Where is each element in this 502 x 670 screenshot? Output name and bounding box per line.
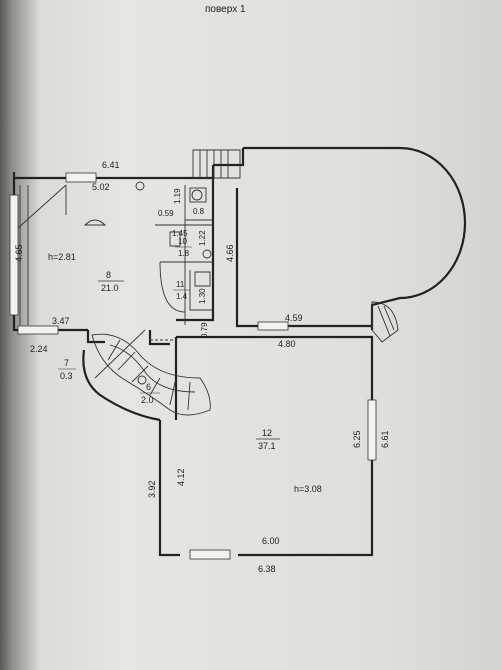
dim-top-left: 6.41: [102, 160, 120, 170]
interior-dimensions: 5.02 1.19 0.59 0.8 1.45 1.22 1.30 0.79 4…: [92, 182, 362, 546]
dim-bottom-left-b: 2.24: [30, 344, 48, 354]
room-11-area: 1.4: [176, 292, 188, 301]
dim-room12-left: 4.12: [176, 468, 186, 486]
room-labels: h=2.81 8 21.0 10 1.8 11 1.4 7 0.3 6 2.0 …: [48, 237, 322, 494]
room-12-number: 12: [262, 428, 272, 438]
dim-room12-right: 6.25: [352, 430, 362, 448]
dim-wall-gap: 0.79: [200, 322, 209, 338]
height-room8: h=2.81: [48, 252, 76, 262]
sink-icon: [169, 231, 181, 247]
entry-steps: [192, 149, 241, 179]
dim-wc-right: 0.8: [193, 207, 205, 216]
shower-drain-icon: [202, 249, 212, 259]
fixtures: [83, 181, 212, 287]
dim-closet-height: 1.30: [198, 288, 207, 304]
interior-walls: [17, 184, 213, 325]
boiler-icon: [194, 271, 211, 287]
toilet-icon: [191, 189, 203, 201]
room-8-area: 21.0: [101, 283, 119, 293]
dim-upper-mid: 4.59: [285, 313, 303, 323]
plan-title: поверх 1: [205, 4, 246, 15]
dim-bottom-outer: 6.38: [258, 564, 276, 574]
gas-meter-icon: [135, 181, 145, 191]
exterior-dimensions: 6.41 4.65 3.47 2.24 4.59 4.80 6.61 6.38 …: [14, 160, 390, 574]
room-6-number: 6: [146, 382, 151, 392]
dim-left-lower: 3.92: [147, 480, 157, 498]
room-7-area: 0.3: [60, 371, 73, 381]
dim-bath-height: 1.22: [198, 230, 207, 246]
dim-wc-width: 0.59: [158, 209, 174, 218]
room-10-area: 1.8: [178, 249, 190, 258]
room-6-area: 2.0: [141, 395, 154, 405]
room-8-number: 8: [106, 270, 111, 280]
room-11-number: 11: [176, 280, 185, 289]
height-room12: h=3.08: [294, 484, 322, 494]
lamp-icon: [83, 219, 107, 226]
room-12-area: 37.1: [258, 441, 276, 451]
room-10-number: 10: [178, 237, 187, 246]
dim-room12-bottom: 6.00: [262, 536, 280, 546]
exterior-walls: [12, 146, 467, 557]
spiral-staircase: [91, 329, 211, 416]
dim-mid-wall: 4.66: [225, 244, 235, 262]
side-steps: [371, 301, 399, 343]
dim-right-outer: 6.61: [380, 430, 390, 448]
dim-corridor: 5.02: [92, 182, 110, 192]
room-7-number: 7: [64, 358, 69, 368]
windows: [9, 172, 377, 560]
dim-bottom-left-a: 3.47: [52, 316, 70, 326]
dim-wc-height: 1.19: [173, 188, 182, 204]
dim-bath-width: 1.45: [172, 229, 188, 238]
dim-lower-mid: 4.80: [278, 339, 296, 349]
dim-left-vertical: 4.65: [14, 244, 24, 262]
